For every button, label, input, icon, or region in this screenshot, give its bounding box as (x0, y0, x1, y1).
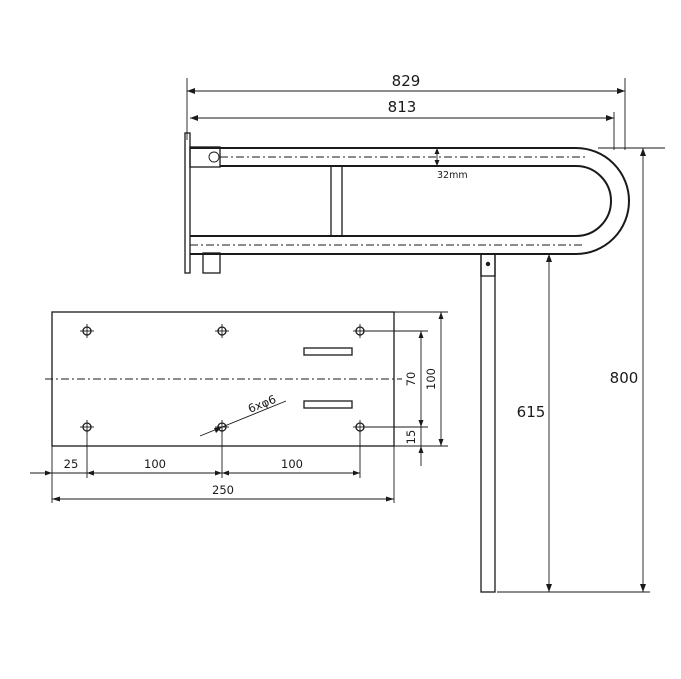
support-leg (480, 253, 496, 593)
plate-width-label: 250 (212, 483, 234, 497)
hole-callout-leader (199, 400, 287, 437)
u-tube-outer (190, 147, 630, 255)
overall-length-label: 829 (392, 72, 421, 90)
hole-callout-label: 6xφ6 (246, 392, 278, 416)
overall-height-label: 800 (610, 369, 639, 387)
vertical-strut (330, 165, 343, 237)
overall-height-dim: 800 (497, 147, 665, 593)
mounting-hole (215, 324, 229, 338)
rail-length-label: 813 (388, 98, 417, 116)
lower-mount-stub (202, 252, 221, 274)
u-tube-inner (190, 165, 612, 237)
mounting-slot (303, 347, 353, 356)
hinge-block (189, 146, 221, 168)
bottom-offset-label: 15 (404, 430, 418, 445)
plate-height-label: 100 (424, 368, 438, 390)
leg-height-dim: 615 (517, 254, 552, 592)
wall-mount-plate (184, 132, 191, 274)
leg-hinge (480, 253, 496, 277)
rail-length-dim: 813 (190, 98, 615, 150)
vertical-offset-label: 70 (404, 372, 418, 387)
mounting-slot (303, 400, 353, 409)
leg-height-label: 615 (517, 403, 546, 421)
mounting-holes (80, 324, 367, 434)
base-plate-view: 6xφ6 25 100 100 250 70 15 (30, 311, 448, 503)
tube-diameter-label: 32mm (437, 170, 468, 181)
hole-spacing-left-label: 100 (144, 457, 166, 471)
mounting-hole (80, 324, 94, 338)
leg-hinge-pin (485, 261, 491, 267)
pivot-pin (208, 151, 220, 163)
edge-offset-label: 25 (64, 457, 79, 471)
hole-spacing-right-label: 100 (281, 457, 303, 471)
grab-bar-side-view: 32mm (184, 132, 630, 593)
overall-length-dim: 829 (186, 72, 626, 150)
